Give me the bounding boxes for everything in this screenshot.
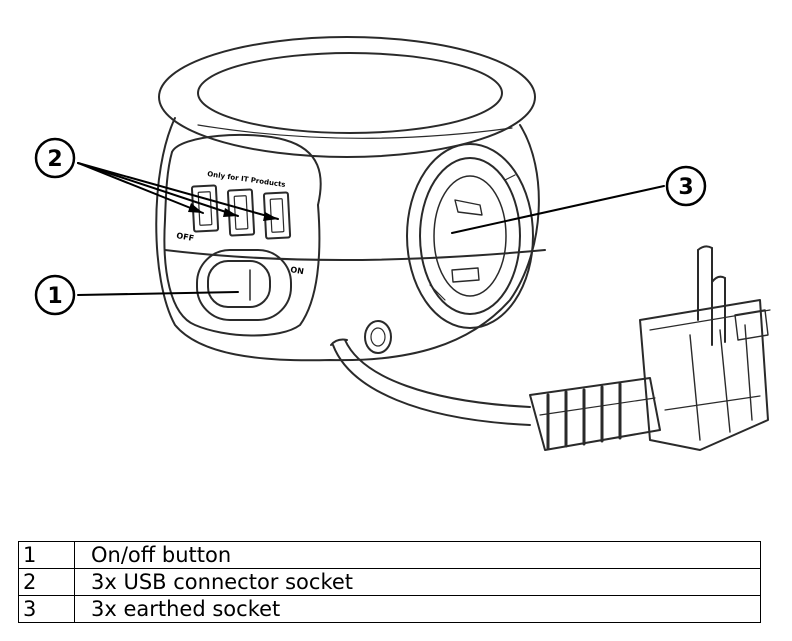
legend-description: 3x earthed socket [74,595,761,623]
callout-2: 2 [34,137,76,179]
legend-number: 1 [18,541,75,569]
callout-1: 1 [34,274,76,316]
cube-body [155,36,546,362]
legend-number: 3 [18,595,75,623]
callout-1-number: 1 [47,284,62,309]
legend-table: 1 On/off button 2 3x USB connector socke… [18,541,761,623]
usb-caption-text: Only for IT Products [207,170,286,189]
power-plug [529,245,771,451]
switch-off-label: OFF [176,231,195,243]
callout-2-number: 2 [47,147,62,172]
control-face [163,133,322,337]
legend-row: 3 3x earthed socket [18,595,761,623]
switch-on-label: ON [290,265,305,276]
power-cable [330,338,531,426]
callout-leaders [77,162,665,296]
callout-3: 3 [665,165,707,207]
power-cube-diagram: Only for IT Products OFF ON 2 1 3 [34,36,771,451]
earthed-socket [406,143,534,329]
legend-row: 1 On/off button [18,541,761,569]
callout-3-number: 3 [678,175,693,200]
on-off-button [196,249,292,321]
usb-sockets [190,184,292,240]
legend-description: On/off button [74,541,761,569]
legend-number: 2 [18,568,75,596]
legend-row: 2 3x USB connector socket [18,568,761,596]
callout-arrowheads [188,203,278,221]
legend-description: 3x USB connector socket [74,568,761,596]
